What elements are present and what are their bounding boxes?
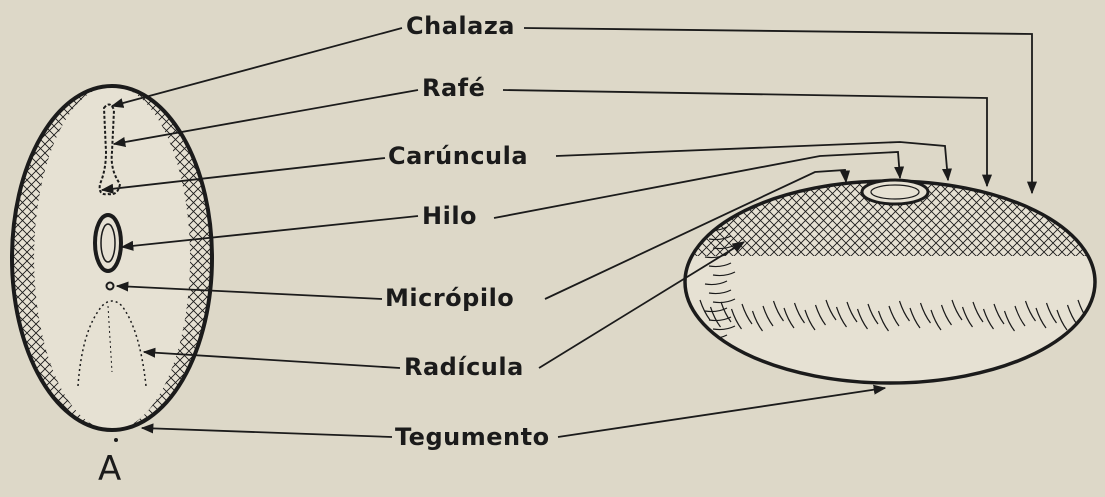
chalaza-leader-right [524,28,1032,193]
tegumento-leader-left [142,428,392,437]
figure-letter: A [98,452,121,486]
caruncula-leader-right [556,142,948,180]
seed-side-view [680,178,1100,383]
label-caruncula: Carúncula [386,144,530,168]
label-micropilo: Micrópilo [383,286,516,310]
hilum-side-shape [862,180,928,204]
label-chalaza: Chalaza [404,14,517,38]
label-tegumento: Tegumento [393,425,552,449]
label-radicula: Radícula [402,355,526,379]
rafe-leader-right [503,90,987,186]
chalaza-leader-left [112,28,402,106]
shading-stroke [1089,307,1099,327]
seed-front-view [0,0,230,442]
label-hilo: Hilo [420,204,479,228]
tegumento-leader-right [558,388,885,437]
label-rafe: Rafé [420,76,487,100]
